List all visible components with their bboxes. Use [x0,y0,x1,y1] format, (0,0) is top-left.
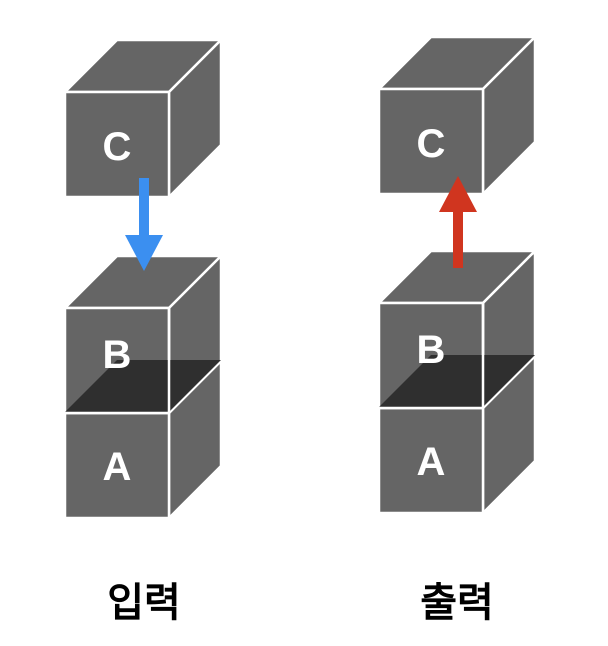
arrow-down-head [125,235,163,271]
arrow-up-shaft [453,210,463,268]
block-a-label: A [417,440,446,484]
arrow-up-head [439,176,477,212]
arrow-down-icon [125,178,163,271]
block-c-front-face [377,87,485,196]
caption-input: 입력 [107,580,181,626]
arrow-down-shaft [139,178,149,236]
block-b-label: B [103,333,132,377]
block-c-input: C [63,38,223,199]
block-b-output: B [377,249,537,410]
stack-input: C A B [63,38,223,520]
arrow-up-icon [439,176,477,268]
block-c-label: C [103,125,132,169]
block-a-front-face [63,411,171,520]
block-a-label: A [103,445,132,489]
block-a-front-face [377,406,485,515]
block-b-input: B [63,254,223,415]
caption-output: 출력 [420,580,494,626]
block-b-interface-shadow [65,360,221,412]
block-b-label: B [417,328,446,372]
stack-output: C A B [377,35,537,515]
block-c-output: C [377,35,537,196]
block-c-front-face [63,90,171,199]
block-c-label: C [417,122,446,166]
block-b-interface-shadow [379,355,535,407]
